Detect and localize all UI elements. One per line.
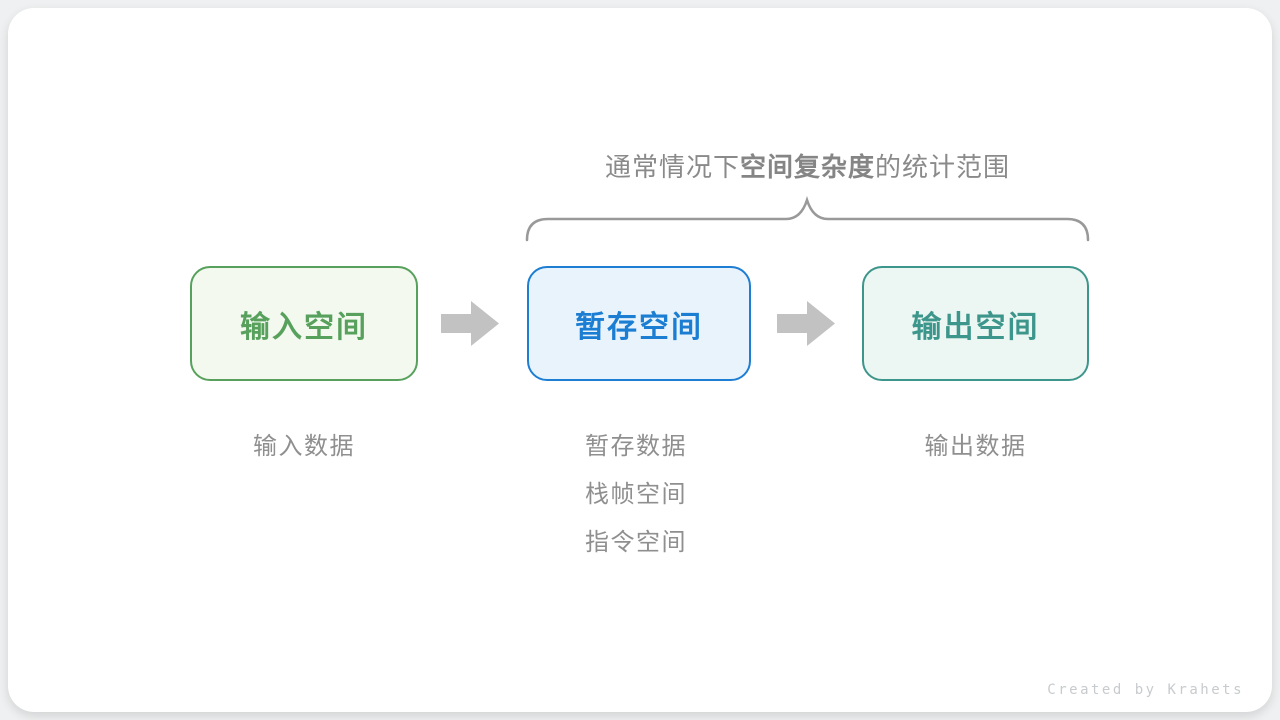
instruction-space-note: 指令空间 [585, 529, 687, 556]
output-space-box: 输出空间 [862, 266, 1089, 381]
title-suffix: 的统计范围 [875, 152, 1011, 182]
temp-space-box: 暂存空间 [527, 266, 751, 381]
input-space-label: 输入空间 [240, 310, 368, 344]
temp-notes-column: 暂存数据 栈帧空间 指令空间 [585, 426, 687, 570]
diagram-title: 通常情况下空间复杂度的统计范围 [520, 147, 1095, 184]
output-space-label: 输出空间 [911, 310, 1040, 344]
over-brace-icon [525, 195, 1090, 242]
temp-data-note: 暂存数据 [585, 433, 687, 460]
temp-space-label: 暂存空间 [575, 310, 703, 344]
credit-text: Created by Krahets [1047, 682, 1244, 698]
arrow-right-icon [441, 301, 499, 346]
title-bold-term: 空间复杂度 [739, 152, 875, 182]
input-space-box: 输入空间 [190, 266, 418, 381]
stack-frame-note: 栈帧空间 [585, 481, 687, 508]
arrow-right-icon [777, 301, 835, 346]
output-data-note: 输出数据 [924, 433, 1027, 460]
title-prefix: 通常情况下 [604, 152, 740, 182]
input-data-note: 输入数据 [253, 433, 355, 460]
